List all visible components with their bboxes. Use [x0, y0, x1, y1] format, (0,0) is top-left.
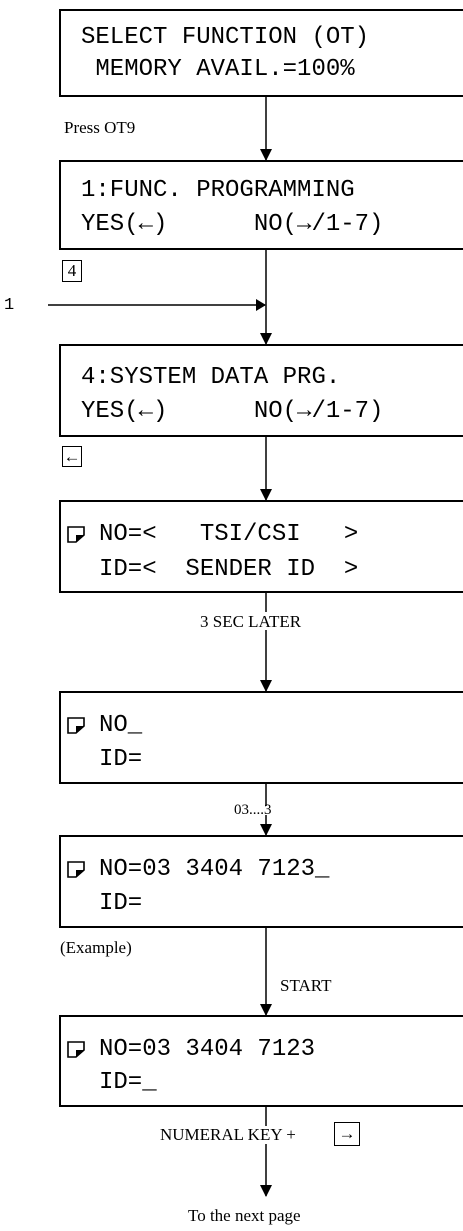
key-4: 4 [62, 260, 82, 282]
document-icon [67, 526, 85, 543]
screen-line-2: ID= [99, 746, 143, 773]
step-digits: 03....3 [234, 802, 272, 818]
screen-line-2: YES(←) NO(→/1-7) [81, 398, 384, 425]
step-start: START [280, 976, 332, 995]
screen-line-2: YES(←) NO(→/1-7) [81, 211, 384, 238]
lcd-screen-tsi-csi: NO=< TSI/CSI > ID=< SENDER ID > [59, 500, 463, 593]
example-note: (Example) [60, 938, 132, 957]
screen-line-1: SELECT FUNCTION (OT) [81, 24, 370, 51]
document-icon [67, 717, 85, 734]
screen-line-2: ID=< SENDER ID > [99, 556, 359, 583]
entry-point-label: 1 [4, 296, 15, 315]
step-press-ot9: Press OT9 [64, 118, 136, 137]
lcd-screen-system-data: 4:SYSTEM DATA PRG. YES(←) NO(→/1-7) [59, 344, 463, 437]
document-icon [67, 861, 85, 878]
step-3-sec-later: 3 SEC LATER [200, 612, 302, 631]
step-numeral-key: NUMERAL KEY + [160, 1125, 296, 1144]
lcd-screen-no-entry: NO_ ID= [59, 691, 463, 784]
screen-line-1: NO=03 3404 7123 [99, 1036, 316, 1063]
screen-line-2: ID= [99, 890, 143, 917]
key-left-arrow: ← [62, 446, 82, 467]
lcd-screen-id-entry: NO=03 3404 7123 ID=_ [59, 1015, 463, 1107]
screen-line-1: NO_ [99, 712, 143, 739]
lcd-screen-number-typed: NO=03 3404 7123_ ID= [59, 835, 463, 928]
lcd-screen-select-function: SELECT FUNCTION (OT) MEMORY AVAIL.=100% [59, 9, 463, 97]
document-icon [67, 1041, 85, 1058]
screen-line-1: 4:SYSTEM DATA PRG. [81, 364, 341, 391]
screen-line-2: ID=_ [99, 1069, 157, 1096]
key-right-arrow: → [334, 1122, 360, 1146]
lcd-screen-func-programming: 1:FUNC. PROGRAMMING YES(←) NO(→/1-7) [59, 160, 463, 250]
screen-line-1: NO=03 3404 7123_ [99, 856, 330, 883]
screen-line-1: NO=< TSI/CSI > [99, 521, 359, 548]
screen-line-1: 1:FUNC. PROGRAMMING [81, 177, 355, 204]
screen-line-2: MEMORY AVAIL.=100% [81, 56, 355, 83]
next-page-note: To the next page [188, 1206, 301, 1225]
